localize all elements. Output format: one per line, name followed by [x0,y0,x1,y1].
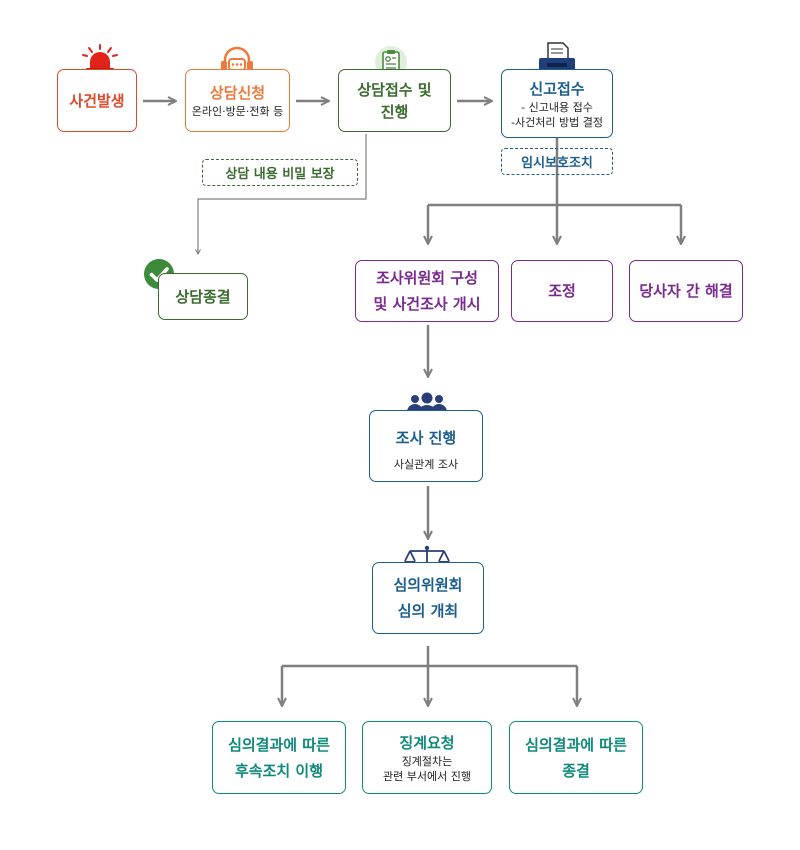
step-apply: 상담신청 온라인·방문·전화 등 [185,69,290,132]
step-report-sub: - 신고내용 접수 -사건처리 방법 결정 [511,100,603,129]
step-intake-title: 상담접수 및 진행 [357,80,432,121]
step-report-title: 신고접수 [529,79,585,98]
step-mediation-title: 조정 [548,282,576,300]
step-investigation-sub: 사실관계 조사 [393,457,459,471]
step-mediation: 조정 [511,260,613,322]
step-discipline-sub: 징계절차는 관련 부서에서 진행 [383,754,471,783]
step-investigation-title: 조사 진행 [395,428,457,447]
step-close-counsel-title: 상담종결 [175,287,231,306]
step-conclude-title: 심의결과에 따른 종결 [525,735,627,780]
step-deliberation-title: 심의위원회 심의 개최 [393,576,463,620]
temp-protect-label: 임시보호조치 [501,148,613,175]
confidential-label: 상담 내용 비밀 보장 [202,159,358,186]
step-investigation: 조사 진행 사실관계 조사 [369,410,483,482]
step-followup: 심의결과에 따른 후속조치 이행 [212,721,346,794]
step-incident: 사건발생 [57,69,137,132]
step-report: 신고접수 - 신고내용 접수 -사건처리 방법 결정 [501,69,613,138]
step-followup-title: 심의결과에 따른 후속조치 이행 [228,735,330,780]
confidential-text: 상담 내용 비밀 보장 [225,167,335,182]
step-apply-title: 상담신청 [209,84,266,102]
step-discipline-title: 징계요청 [399,733,455,752]
step-conclude: 심의결과에 따른 종결 [509,721,643,794]
step-deliberation: 심의위원회 심의 개최 [372,562,484,634]
step-apply-sub: 온라인·방문·전화 등 [191,105,284,118]
step-intake: 상담접수 및 진행 [338,69,451,132]
step-discipline: 징계요청 징계절차는 관련 부서에서 진행 [362,721,492,794]
step-parties: 당사자 간 해결 [629,260,743,322]
step-committee: 조사위원회 구성 및 사건조사 개시 [355,260,499,322]
arrow-to-close-counsel [198,134,367,254]
step-close-counsel: 상담종결 [158,273,248,320]
temp-protect-text: 임시보호조치 [521,156,593,171]
step-parties-title: 당사자 간 해결 [639,282,733,300]
step-incident-title: 사건발생 [69,91,125,110]
step-committee-title: 조사위원회 구성 및 사건조사 개시 [373,269,481,313]
